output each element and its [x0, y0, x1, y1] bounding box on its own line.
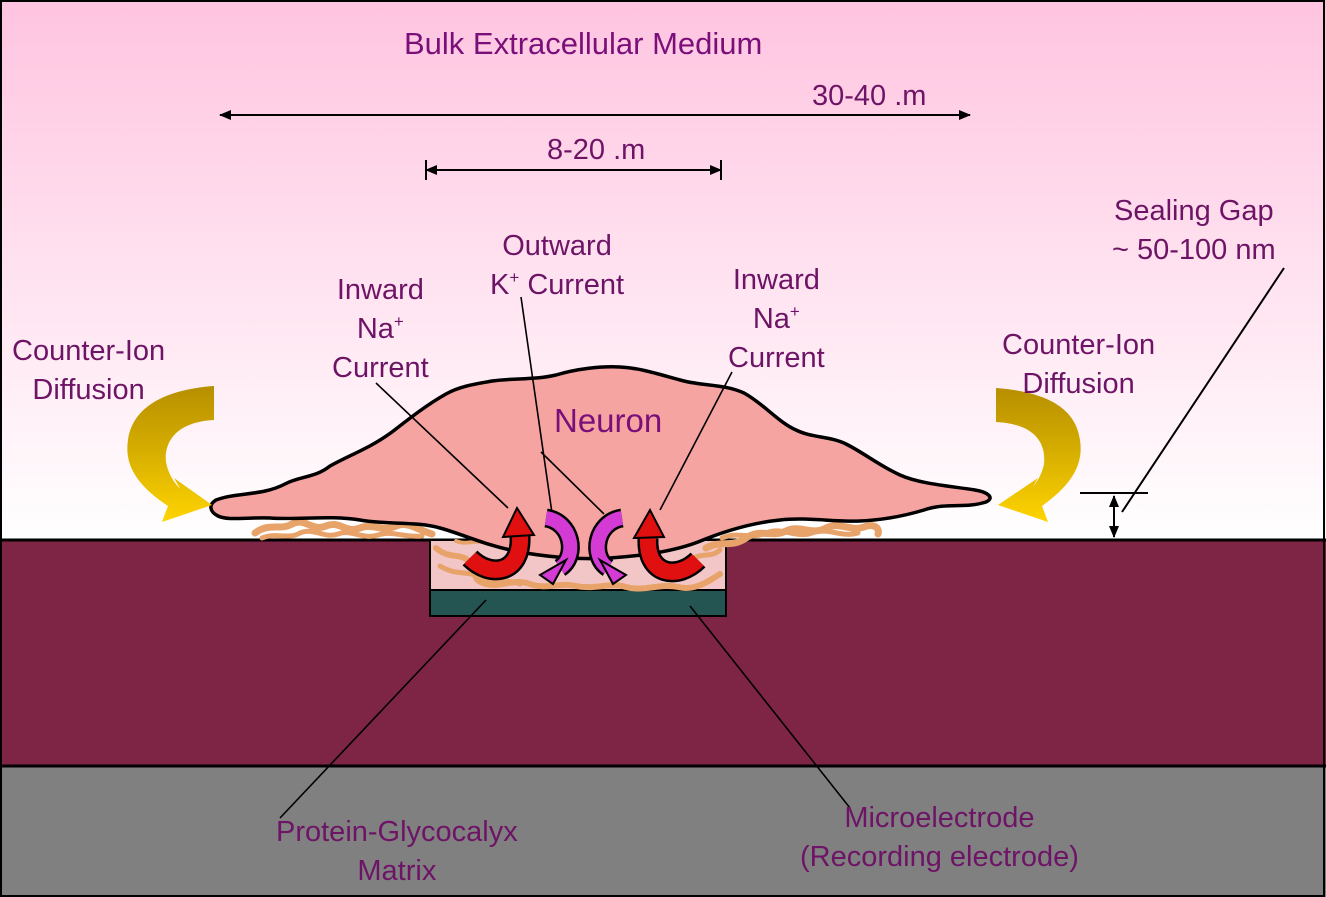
inner-span-label: 8-20 .m — [547, 134, 646, 166]
counter-ion-label-left: Counter-Ion Diffusion — [12, 335, 166, 406]
outer-span-label: 30-40 .m — [812, 80, 927, 112]
k-outward-arrow-right — [588, 508, 628, 586]
sealing-gap-indicator — [1080, 267, 1285, 538]
microelectrode — [429, 589, 727, 617]
na-inward-arrow-right — [632, 507, 706, 583]
neuron-label: Neuron — [554, 402, 663, 439]
inward-na-current-label-right: Inward Na+ Current — [728, 264, 825, 374]
counter-ion-arrow-left — [127, 386, 214, 522]
inward-na-current-label-left: Inward Na+ Current — [332, 274, 429, 384]
counter-ion-label-right: Counter-Ion Diffusion — [1002, 329, 1156, 400]
na-inward-arrow-left — [462, 505, 536, 581]
sealing-gap-label: Sealing Gap ~ 50-100 nm — [1112, 195, 1276, 266]
base-layer — [0, 766, 1326, 897]
microelectrode-label: Microelectrode (Recording electrode) — [800, 802, 1079, 873]
neuron-cell-body — [209, 365, 992, 561]
bulk-medium-label: Bulk Extracellular Medium — [404, 26, 763, 61]
leader-lines — [279, 296, 851, 819]
counter-ion-arrow-right — [996, 388, 1081, 522]
protein-glycocalyx-label: Protein-Glycocalyx Matrix — [276, 816, 518, 887]
outward-k-current-label: Outward K+ Current — [490, 230, 625, 301]
k-outward-arrow-left — [538, 508, 580, 586]
